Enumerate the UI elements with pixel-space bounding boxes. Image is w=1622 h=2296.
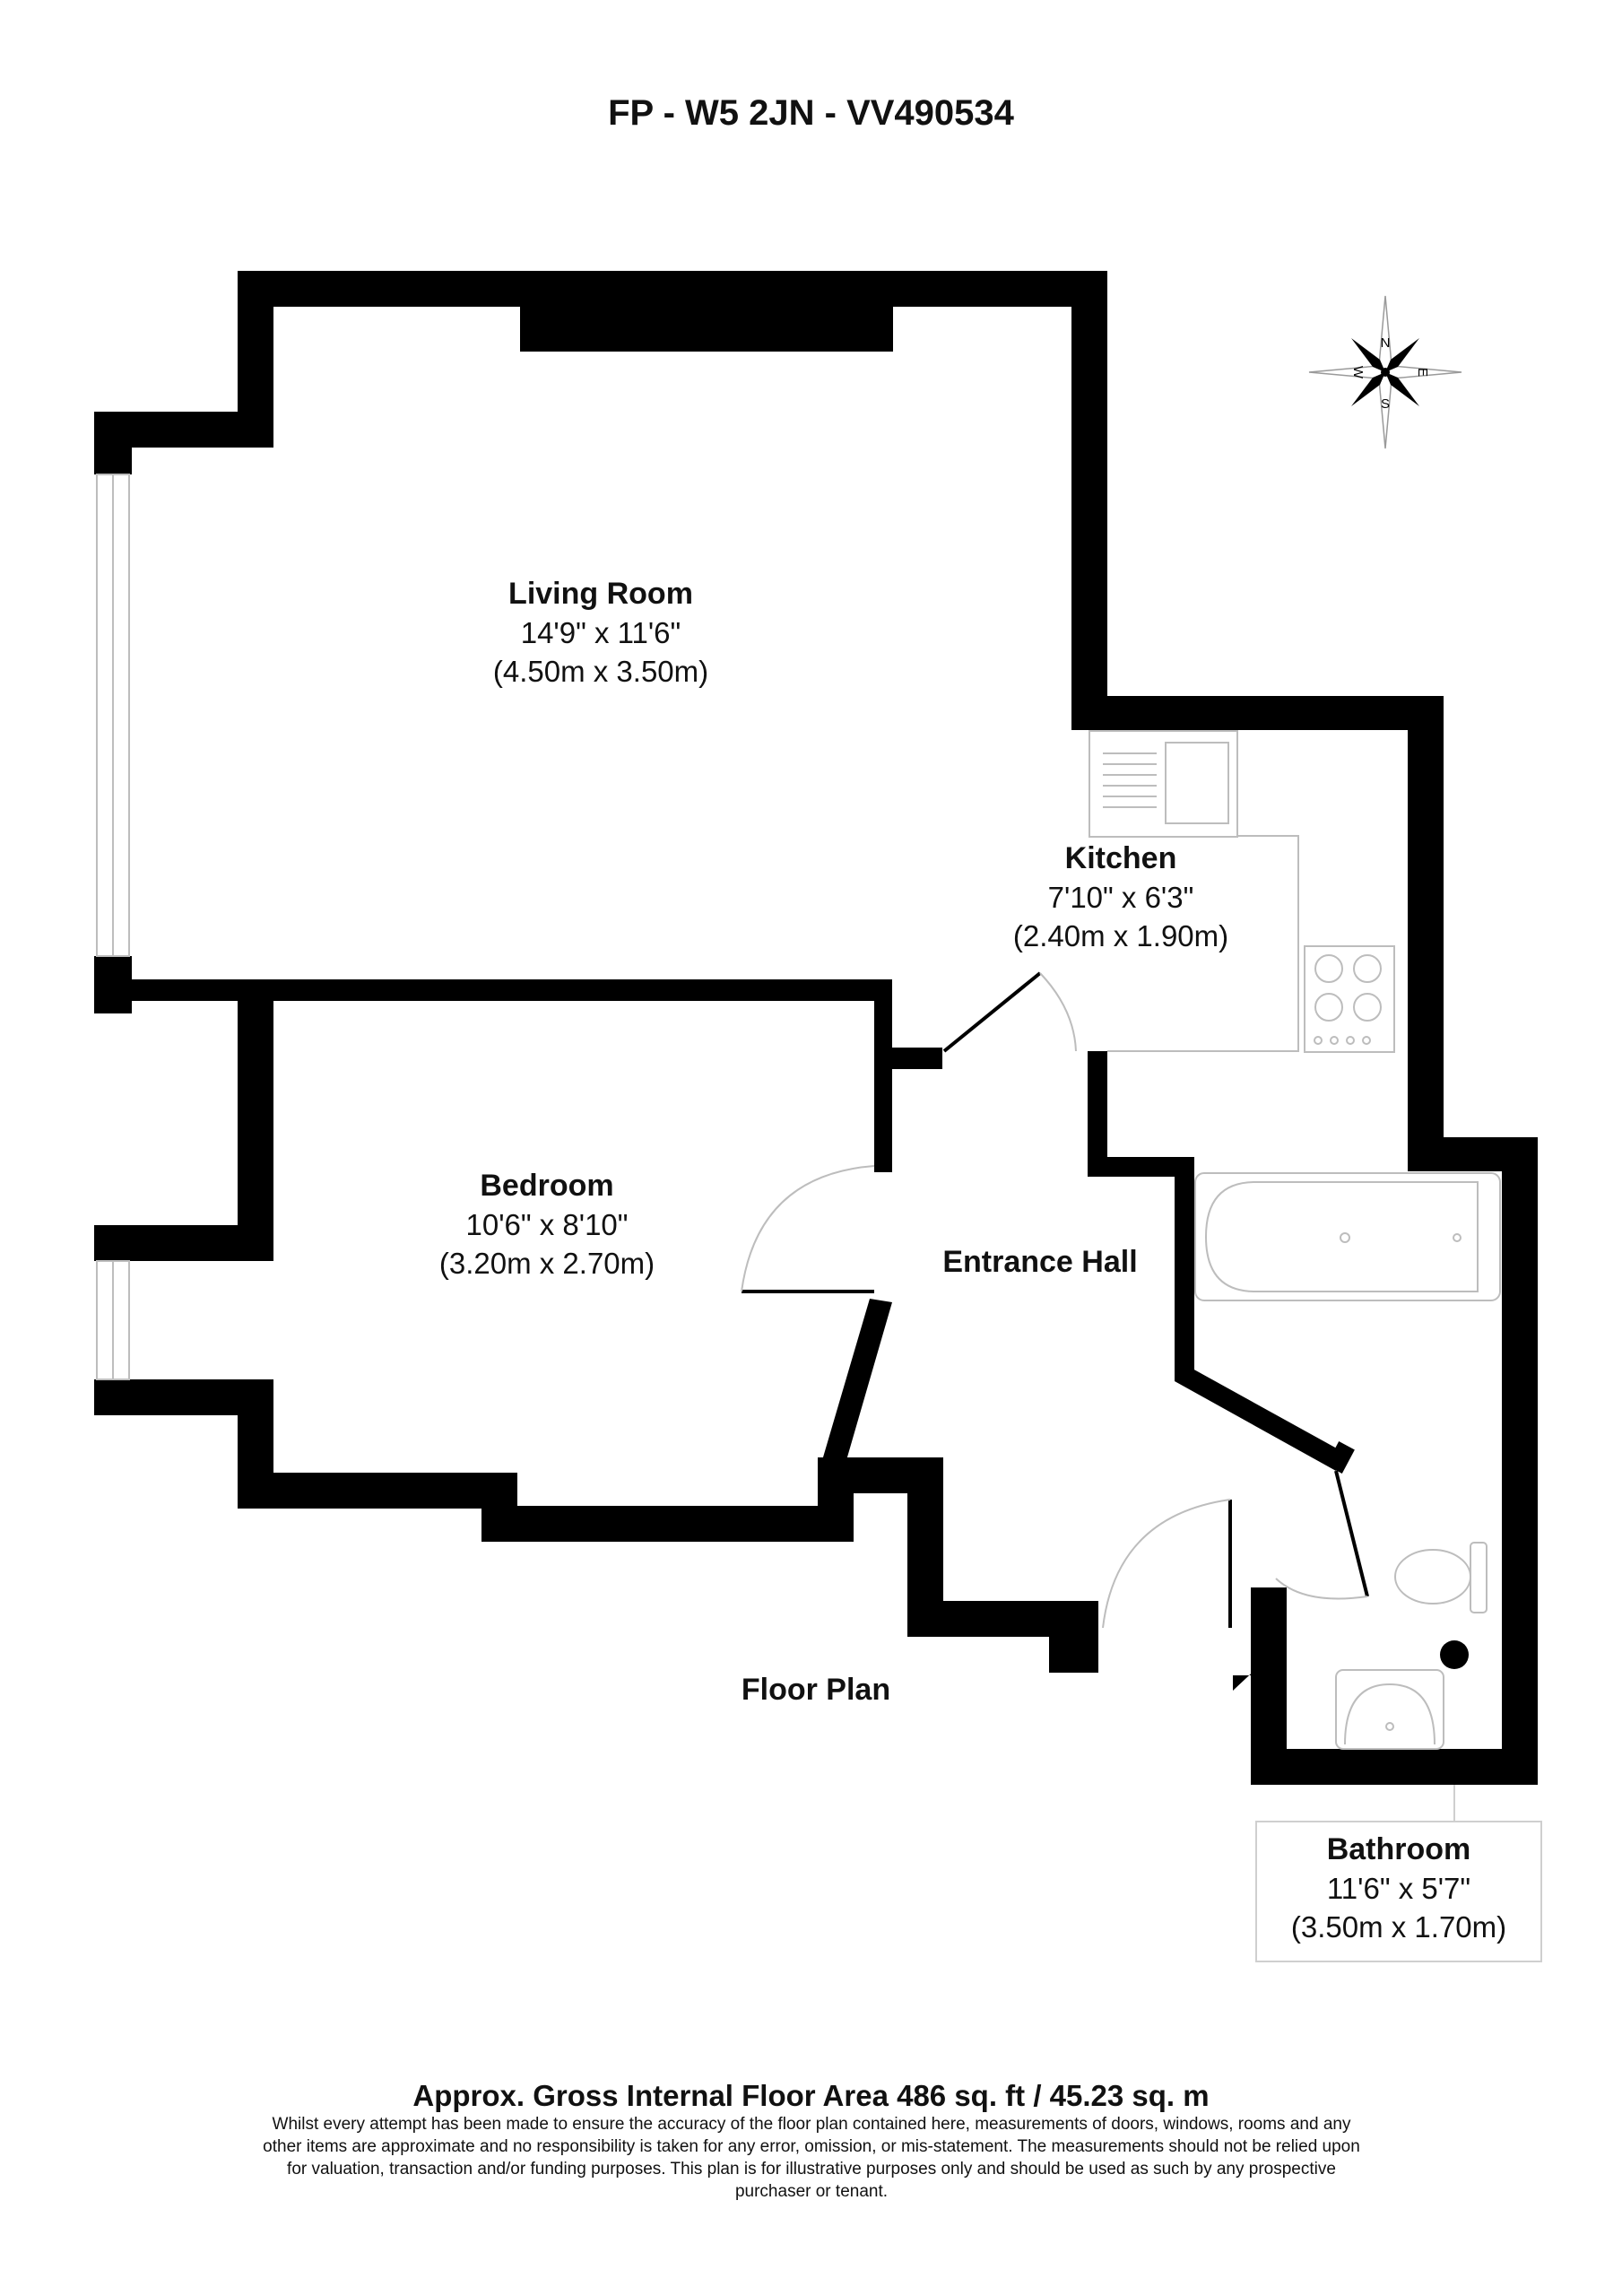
wall [481, 1506, 854, 1542]
room-label-bedroom: Bedroom 10'6" x 8'10" (3.20m x 2.70m) [359, 1166, 735, 1283]
room-dimensions-imperial: 14'9" x 11'6" [520, 616, 681, 649]
room-label-hall: Entrance Hall [897, 1242, 1184, 1282]
wall [874, 979, 892, 1172]
wall [238, 271, 1107, 307]
wall [1251, 1749, 1538, 1785]
bathroom-label-box: Bathroom 11'6" x 5'7" (3.50m x 1.70m) [1255, 1821, 1542, 1962]
wall [1071, 271, 1107, 730]
room-dimensions-metric: (2.40m x 1.90m) [1012, 919, 1229, 952]
room-dimensions-imperial: 11'6" x 5'7" [1326, 1872, 1471, 1905]
wall [1175, 1359, 1345, 1471]
room-name: Bathroom [1326, 1832, 1471, 1866]
page-title: FP - W5 2JN - VV490534 [608, 93, 1014, 133]
disclaimer: Whilst every attempt has been made to en… [263, 2115, 1360, 2201]
wall [1326, 1441, 1355, 1474]
wall [1502, 1137, 1538, 1785]
gross-area: Approx. Gross Internal Floor Area 486 sq… [412, 2079, 1210, 2112]
door-kitchen [942, 971, 1042, 1053]
room-label-bathroom: Bathroom 11'6" x 5'7" (3.50m x 1.70m) [1257, 1830, 1540, 1946]
wall [1071, 696, 1444, 730]
room-dimensions-metric: (4.50m x 3.50m) [492, 655, 709, 688]
room-dimensions-metric: (3.20m x 2.70m) [438, 1247, 655, 1280]
wall [1088, 1051, 1107, 1177]
room-name: Entrance Hall [942, 1245, 1138, 1279]
room-dimensions-imperial: 7'10" x 6'3" [1047, 881, 1194, 914]
wall [1408, 696, 1444, 1171]
compass-w: W [1350, 366, 1366, 379]
walls [94, 271, 1538, 1785]
room-name: Kitchen [1064, 841, 1177, 875]
wall [238, 1473, 517, 1509]
wall [1049, 1601, 1098, 1673]
room-name: Living Room [508, 577, 693, 611]
wall [1088, 1157, 1177, 1177]
wall [820, 1299, 892, 1466]
wall [94, 1225, 132, 1261]
room-dimensions-imperial: 10'6" x 8'10" [465, 1208, 629, 1241]
doors [741, 971, 1369, 1629]
kitchen-fixtures [1089, 730, 1395, 1053]
door-bathroom [1334, 1470, 1369, 1597]
wall [1175, 1157, 1194, 1379]
room-label-living: Living Room 14'9" x 11'6" (4.50m x 3.50m… [412, 574, 789, 691]
floor-label: Floor Plan [741, 1673, 891, 1707]
wall [94, 412, 132, 474]
compass-s: S [1381, 396, 1390, 412]
wall-chimney [520, 307, 893, 352]
room-dimensions-metric: (3.50m x 1.70m) [1290, 1910, 1507, 1944]
toilet [1394, 1549, 1471, 1605]
wall [1233, 1587, 1276, 1691]
wall [94, 979, 890, 1001]
compass-icon: N S E W [1308, 295, 1462, 449]
compass-n: N [1381, 335, 1391, 351]
wall [874, 1048, 942, 1069]
room-name: Bedroom [480, 1169, 614, 1203]
bathroom-pipe [1440, 1640, 1469, 1669]
wall [907, 1601, 1069, 1637]
room-label-kitchen: Kitchen 7'10" x 6'3" (2.40m x 1.90m) [932, 839, 1309, 955]
bathroom-fixtures [1194, 1172, 1501, 1750]
wall [238, 994, 273, 1227]
compass-e: E [1415, 368, 1430, 377]
windows [96, 474, 130, 1380]
